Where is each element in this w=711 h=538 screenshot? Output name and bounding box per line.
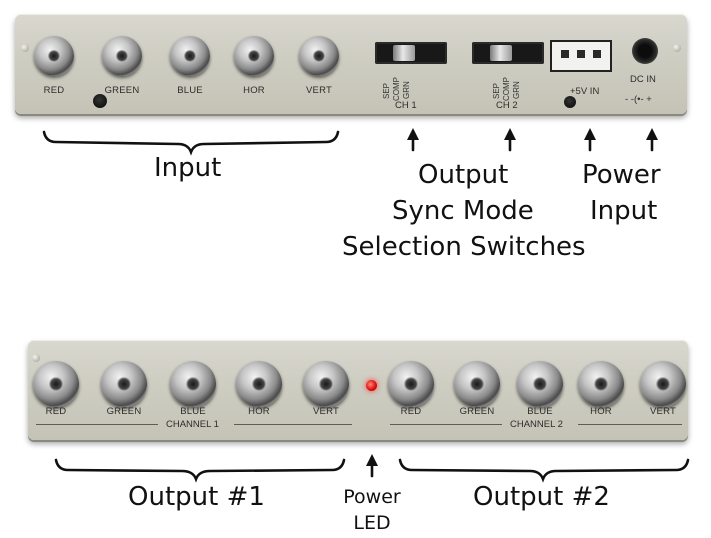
input-panel: RED GREEN BLUE HOR VERT SEP COMP GRN CH …: [15, 14, 687, 114]
switch-knob[interactable]: [393, 45, 415, 61]
ch1-label-blue: BLUE: [180, 406, 206, 417]
bnc-ch2-hor[interactable]: [578, 361, 624, 407]
ch2-sync-switch[interactable]: [472, 42, 544, 64]
bnc-input-hor[interactable]: [234, 36, 274, 76]
status-indicator-hole: [93, 94, 107, 108]
ch1-label-hor: HOR: [248, 406, 270, 417]
caption-power-input: Input: [590, 196, 658, 226]
panel-screw: [32, 354, 40, 362]
bnc-ch1-vert[interactable]: [303, 361, 349, 407]
caption-sync-mode: Sync Mode: [392, 196, 534, 226]
bnc-input-red[interactable]: [34, 36, 74, 76]
caption-output1: Output #1: [128, 482, 265, 512]
ch1-label-red: RED: [45, 406, 67, 417]
bnc-ch1-red[interactable]: [33, 361, 79, 407]
connector-pin: [561, 50, 569, 58]
ch1-label-vert: VERT: [313, 406, 339, 417]
caption-output2: Output #2: [473, 482, 610, 512]
bnc-ch2-green[interactable]: [454, 361, 500, 407]
channel1-label: CHANNEL 1: [166, 419, 219, 430]
channel1-rule-right: [234, 424, 352, 425]
bnc-ch2-blue[interactable]: [517, 361, 563, 407]
bnc-ch1-green[interactable]: [101, 361, 147, 407]
arrowhead: [366, 454, 378, 466]
panel-screw: [21, 44, 29, 52]
caption-power-led-2: LED: [353, 512, 391, 534]
ch1-label: CH 1: [395, 100, 417, 111]
ch2-label-blue: BLUE: [527, 406, 553, 417]
caption-power: Power: [582, 160, 661, 190]
bnc-input-blue[interactable]: [170, 36, 210, 76]
ch1-label-green: GREEN: [106, 406, 142, 417]
arrowhead: [407, 128, 419, 140]
channel2-rule-left: [390, 424, 502, 425]
5v-in-label: +5V IN: [570, 86, 600, 97]
channel2-label: CHANNEL 2: [510, 419, 563, 430]
connector-pin: [593, 50, 601, 58]
caption-selection-switches: Selection Switches: [342, 232, 586, 262]
ch2-label-vert: VERT: [650, 406, 676, 417]
label-blue: BLUE: [177, 85, 203, 96]
bnc-ch1-blue[interactable]: [170, 361, 216, 407]
ch2-label: CH 2: [496, 100, 518, 111]
ch1-sync-switch[interactable]: [375, 42, 447, 64]
label-vert: VERT: [306, 85, 332, 96]
label-red: RED: [43, 85, 65, 96]
mount-hole: [564, 96, 576, 108]
ch2-label-hor: HOR: [590, 406, 612, 417]
caption-output: Output: [418, 160, 509, 190]
bnc-input-green[interactable]: [102, 36, 142, 76]
ch2-label-green: GREEN: [459, 406, 495, 417]
bnc-ch1-hor[interactable]: [236, 361, 282, 407]
polarity-symbol: - -(•- +: [625, 94, 652, 105]
ch2-label-red: RED: [400, 406, 422, 417]
dc-in-label: DC IN: [630, 74, 656, 85]
power-led: [366, 380, 377, 391]
channel1-rule-left: [36, 424, 158, 425]
arrowhead: [504, 128, 516, 140]
5v-power-connector[interactable]: [550, 40, 612, 72]
output-panel: RED GREEN BLUE HOR VERT CHANNEL 1 RED GR…: [28, 340, 688, 440]
input-brace: [42, 130, 340, 156]
dc-in-jack[interactable]: [632, 38, 658, 64]
panel-screw: [673, 44, 681, 52]
bnc-input-vert[interactable]: [299, 36, 339, 76]
arrowhead: [646, 128, 658, 140]
bnc-ch2-vert[interactable]: [640, 361, 686, 407]
switch-knob[interactable]: [490, 45, 512, 61]
connector-pin: [577, 50, 585, 58]
output1-brace: [54, 458, 346, 483]
caption-input: Input: [154, 153, 222, 183]
label-hor: HOR: [243, 85, 265, 96]
caption-power-led-1: Power: [343, 486, 401, 508]
label-green: GREEN: [104, 85, 140, 96]
arrowhead: [584, 128, 596, 140]
channel2-rule-right: [578, 424, 682, 425]
output2-brace: [398, 458, 690, 483]
bnc-ch2-red[interactable]: [388, 361, 434, 407]
